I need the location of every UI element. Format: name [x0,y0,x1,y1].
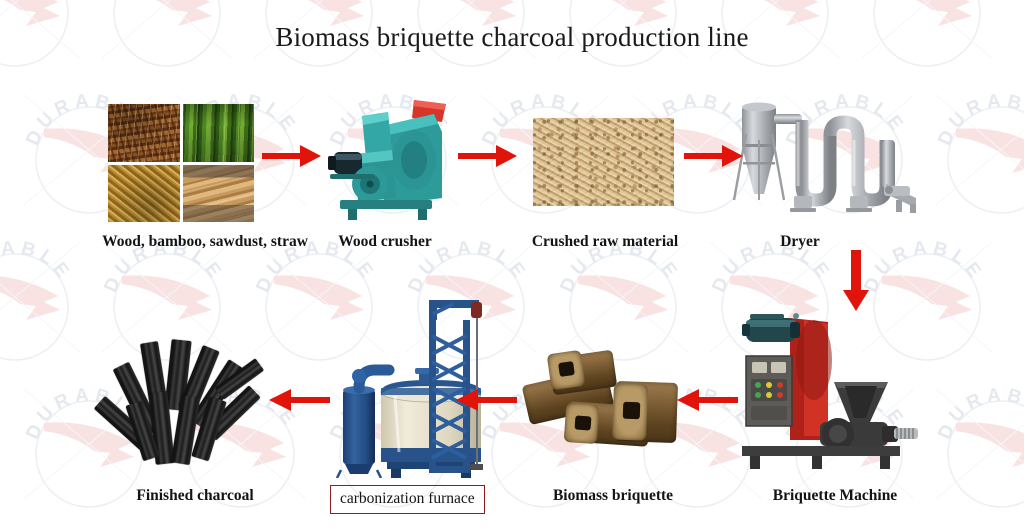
svg-text:DURABLE: DURABLE [708,0,835,2]
label-finished-charcoal: Finished charcoal [136,487,254,504]
photo-collage-raw-materials [108,104,254,222]
briquette-hollow-core [558,361,575,377]
briquette-hollow-core [622,401,641,420]
arrow-furnace-to-charcoal [268,386,330,414]
arrow-crushed-to-dryer [684,142,744,170]
step-finished-charcoal [93,339,268,468]
step-biomass-briquette [521,348,679,456]
arrow-briquette-to-furnace [455,386,517,414]
watermark-durable-logo: DURABLE [0,232,90,382]
watermark-durable-logo: DURABLE [926,379,1024,529]
svg-text:DURABLE: DURABLE [934,384,1024,442]
label-briquette-machine: Briquette Machine [772,487,898,504]
photo-crushed-sawdust [533,118,674,206]
svg-text:DURABLE: DURABLE [860,237,987,295]
step-dryer [726,100,916,220]
step-briquette-machine [742,300,918,470]
photo-straw [108,164,180,222]
arrow-dryer-to-briquette-machine [840,250,872,312]
label-crushed-raw-material: Crushed raw material [531,233,679,250]
photo-wood-logs [108,104,180,162]
step-carbonization-furnace [333,292,486,479]
arrow-crusher-to-crushed [458,142,518,170]
step-wood-crusher [322,92,448,224]
machine-airflow-dryer [732,102,916,213]
arrow-briquette-machine-to-briquette [676,386,738,414]
svg-text:DURABLE: DURABLE [934,90,1024,148]
machine-wood-crusher [328,100,446,220]
label-wood-crusher: Wood crusher [338,233,432,250]
photo-wood-planks [182,164,254,222]
svg-text:DURABLE: DURABLE [252,0,379,2]
svg-text:DURABLE: DURABLE [100,0,227,2]
machine-briquette-press [742,313,918,469]
svg-text:DURABLE: DURABLE [404,0,531,2]
label-biomass-briquette: Biomass briquette [552,487,674,504]
svg-text:DURABLE: DURABLE [0,237,76,295]
watermark-durable-logo: DURABLE [926,85,1024,235]
step-crushed-raw-material [533,118,674,206]
photo-bamboo [182,104,254,162]
svg-text:DURABLE: DURABLE [0,0,76,2]
step-raw-materials [108,104,254,222]
label-carbonization-furnace: carbonization furnace [330,485,485,514]
page-title: Biomass briquette charcoal production li… [275,22,749,52]
briquette-hollow-core [574,415,592,431]
svg-text:DURABLE: DURABLE [860,0,987,2]
label-raw-materials: Wood, bamboo, sawdust, straw [102,233,308,250]
label-dryer: Dryer [780,233,820,250]
machine-carbonization-furnace [335,300,486,479]
arrow-raw-to-crusher [262,142,322,170]
svg-text:DURABLE: DURABLE [556,0,683,2]
